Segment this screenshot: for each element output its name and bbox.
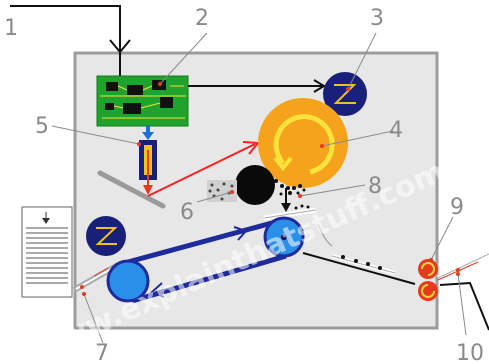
callout-dots	[82, 82, 460, 296]
fuser-roller-bottom	[418, 281, 438, 301]
feed-motor	[86, 216, 126, 256]
callout-7: 7	[95, 341, 109, 364]
developer-roller	[235, 165, 275, 205]
output-paper	[436, 251, 489, 331]
drum-motor	[323, 72, 367, 116]
drum-to-belt-arrowhead	[281, 203, 291, 212]
callout-5: 5	[35, 114, 49, 139]
laser-beam	[147, 143, 256, 197]
paper-tray	[21, 206, 73, 298]
mirror	[97, 170, 166, 209]
laser-unit	[139, 140, 157, 195]
transfer-belt	[127, 217, 287, 304]
input-cable-arrowhead	[109, 39, 131, 54]
circuit-board	[96, 75, 189, 127]
paper-path-curve-arrow	[317, 223, 333, 247]
fuser-roller-top	[418, 259, 438, 279]
callout-8: 8	[368, 174, 382, 199]
paper-path-to-fuser	[302, 252, 416, 285]
board-to-motor-arrowhead	[313, 79, 326, 93]
toner-particles	[274, 179, 310, 210]
callout-9: 9	[450, 195, 464, 220]
paper-sheet-moving	[331, 254, 396, 276]
callout-4: 4	[389, 118, 403, 143]
photoconductor-drum	[258, 98, 348, 188]
board-to-laser-arrowhead	[142, 132, 154, 140]
callout-leaders	[51, 32, 467, 344]
callout-6: 6	[180, 200, 194, 225]
belt-roller-left	[106, 259, 150, 303]
belt-roller-right	[263, 216, 305, 258]
callout-3: 3	[370, 6, 384, 31]
callout-10: 10	[456, 341, 484, 364]
callout-1: 1	[4, 16, 18, 41]
callout-2: 2	[195, 6, 209, 31]
